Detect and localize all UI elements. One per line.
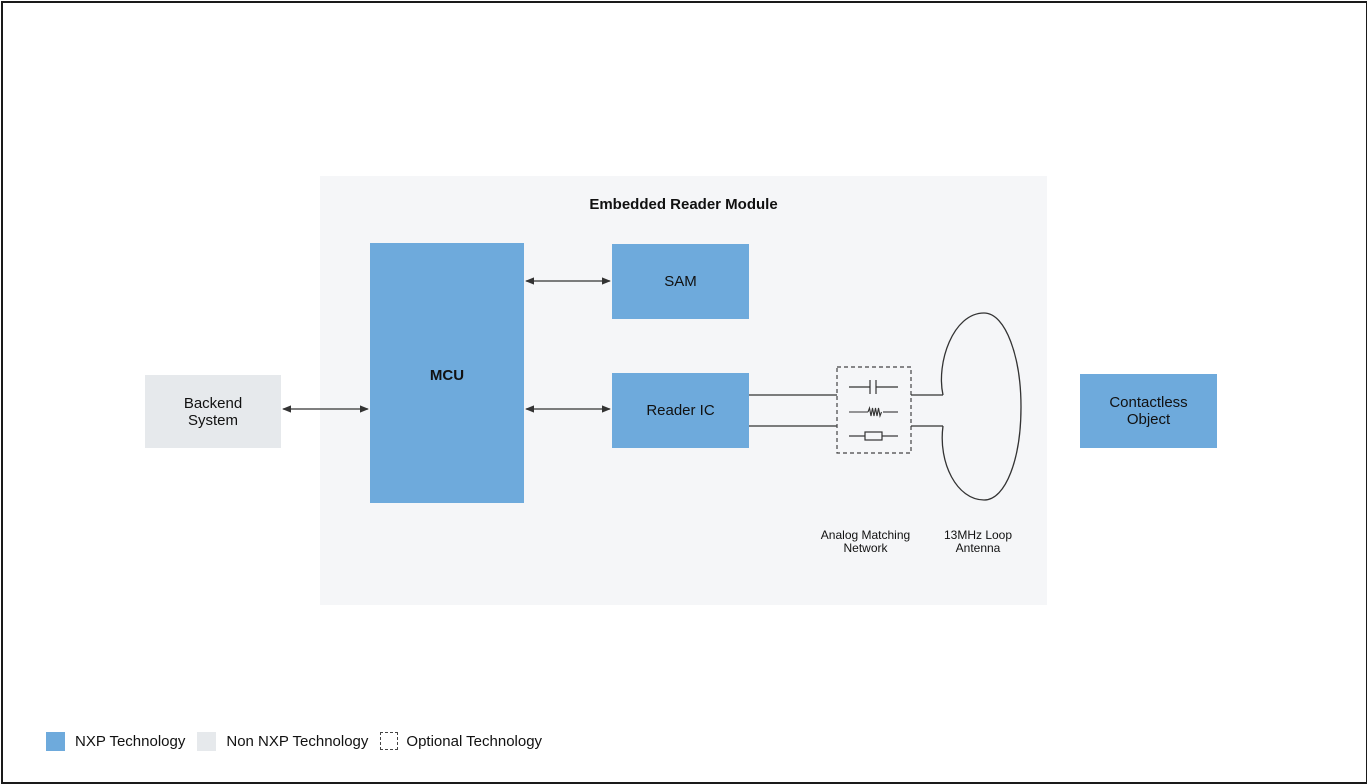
antenna-label-line1: 13MHz Loop [943, 528, 1013, 542]
mcu-label: MCU [429, 367, 465, 384]
contactless-label-line2: Object [1126, 411, 1171, 428]
resistor-icon [849, 431, 898, 441]
legend-item-optional: Optional Technology [380, 732, 542, 750]
module-title: Embedded Reader Module [589, 196, 778, 213]
matching-network-label: Analog Matching Network [803, 529, 928, 555]
backend-label-line1: Backend [183, 394, 243, 412]
non-nxp-swatch [197, 731, 217, 751]
legend-item-nxp: NXP Technology [46, 731, 186, 751]
legend-nxp-label: NXP Technology [75, 732, 186, 750]
contactless-object-block: Contactless Object [1080, 374, 1217, 448]
legend-item-non-nxp: Non NXP Technology [197, 731, 369, 751]
matching-label-line1: Analog Matching [820, 528, 911, 542]
mcu-block: MCU [370, 243, 524, 503]
reader-ic-block: Reader IC [612, 373, 749, 448]
loop-antenna-icon [940, 312, 1022, 501]
matching-label-line2: Network [843, 541, 888, 555]
legend: NXP Technology Non NXP Technology Option… [46, 731, 554, 751]
sam-label: SAM [664, 273, 697, 290]
connections [282, 277, 1022, 501]
legend-optional-label: Optional Technology [406, 732, 543, 750]
sam-block: SAM [612, 244, 749, 319]
matching-network-box [836, 366, 912, 454]
optional-swatch [380, 732, 399, 750]
reader-ic-label: Reader IC [646, 402, 715, 419]
nxp-swatch [46, 731, 65, 751]
antenna-label: 13MHz Loop Antenna [933, 529, 1023, 555]
capacitor-icon [849, 380, 898, 394]
antenna-label-line2: Antenna [955, 541, 1001, 555]
inductor-icon [849, 405, 898, 419]
backend-system-block: Backend System [145, 375, 281, 448]
backend-label-line2: System [187, 411, 238, 429]
legend-non-nxp-label: Non NXP Technology [226, 732, 369, 750]
contactless-label-line1: Contactless [1109, 394, 1188, 411]
